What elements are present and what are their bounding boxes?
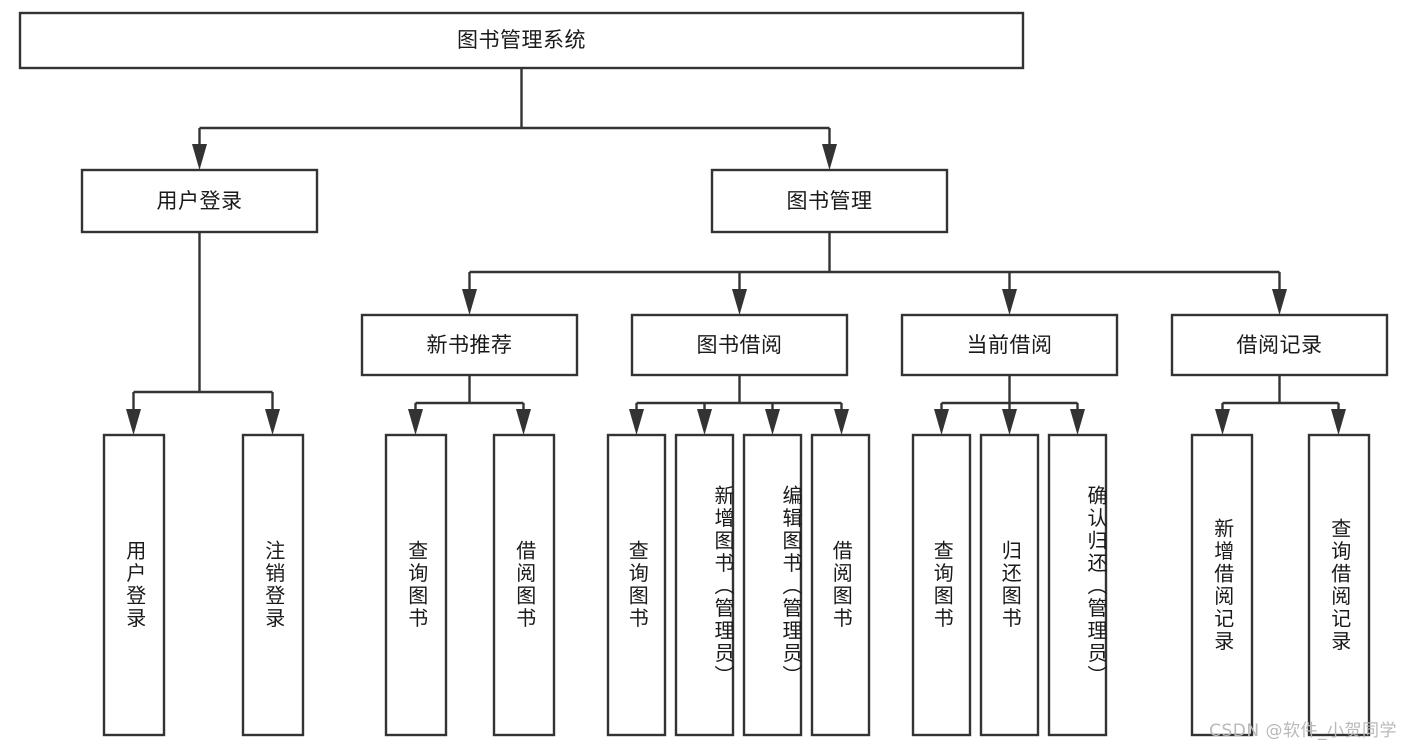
arrow-head-borrow-record xyxy=(1272,289,1287,315)
arrow-head-leaf-borrow-book-2 xyxy=(834,409,849,435)
node-box-leaf-query-book-1[interactable] xyxy=(384,433,448,737)
node-box-leaf-query-book-2[interactable] xyxy=(606,433,667,737)
arrow-head-leaf-borrow-book-1 xyxy=(516,409,531,435)
node-box-current-borrow[interactable] xyxy=(900,313,1119,377)
node-box-leaf-borrow-book-1[interactable] xyxy=(492,433,556,737)
arrow-head-leaf-query-book-1 xyxy=(408,409,423,435)
node-box-borrow-record[interactable] xyxy=(1170,313,1389,377)
connector-group-bookborrow-to-leaves xyxy=(629,375,849,435)
connector-group-root-to-level1 xyxy=(192,68,837,170)
node-box-leaf-query-book-3[interactable] xyxy=(911,433,972,737)
node-box-leaf-query-borrow-record[interactable] xyxy=(1307,433,1371,737)
connector-group-userlogin-to-leaves xyxy=(126,232,280,435)
node-box-leaf-edit-book[interactable] xyxy=(742,433,803,737)
node-box-book-borrow[interactable] xyxy=(630,313,849,377)
connector-group-borrowrecord-to-leaves xyxy=(1215,375,1346,435)
node-box-leaf-add-book[interactable] xyxy=(674,433,735,737)
arrow-head-leaf-query-book-3 xyxy=(934,409,949,435)
arrow-head-new-book-rec xyxy=(462,289,477,315)
csdn-watermark: CSDN @软件_小贺同学 xyxy=(1209,721,1397,741)
arrow-head-leaf-query-record xyxy=(1331,409,1346,435)
arrow-head-current-borrow xyxy=(1002,289,1017,315)
arrow-head-leaf-add-book xyxy=(697,409,712,435)
arrow-head-leaf-user-login xyxy=(126,409,141,435)
node-box-leaf-borrow-book-2[interactable] xyxy=(810,433,871,737)
connector-group-currentborrow-to-leaves xyxy=(934,375,1085,435)
node-box-leaf-confirm-return[interactable] xyxy=(1047,433,1108,737)
arrow-head-leaf-query-book-2 xyxy=(629,409,644,435)
connector-group-newbook-to-leaves xyxy=(408,375,531,435)
arrow-head-leaf-add-record xyxy=(1215,409,1230,435)
arrow-head-book-mgmt xyxy=(822,144,837,170)
connector-group-bookmgmt-to-level2 xyxy=(462,232,1287,315)
arrow-head-leaf-confirm-return xyxy=(1070,409,1085,435)
node-box-book-management[interactable] xyxy=(710,168,949,234)
node-box-leaf-user-login[interactable] xyxy=(102,433,166,737)
node-box-new-book-recommend[interactable] xyxy=(360,313,579,377)
node-box-leaf-logout[interactable] xyxy=(241,433,305,737)
node-box-user-login[interactable] xyxy=(80,168,319,234)
node-box-root[interactable] xyxy=(18,11,1025,70)
arrow-head-leaf-return-book xyxy=(1002,409,1017,435)
node-box-leaf-add-borrow-record[interactable] xyxy=(1190,433,1254,737)
arrow-head-leaf-logout xyxy=(265,409,280,435)
arrow-head-leaf-edit-book xyxy=(765,409,780,435)
arrow-head-book-borrow xyxy=(732,289,747,315)
node-box-leaf-return-book[interactable] xyxy=(979,433,1040,737)
arrow-head-user-login xyxy=(192,144,207,170)
